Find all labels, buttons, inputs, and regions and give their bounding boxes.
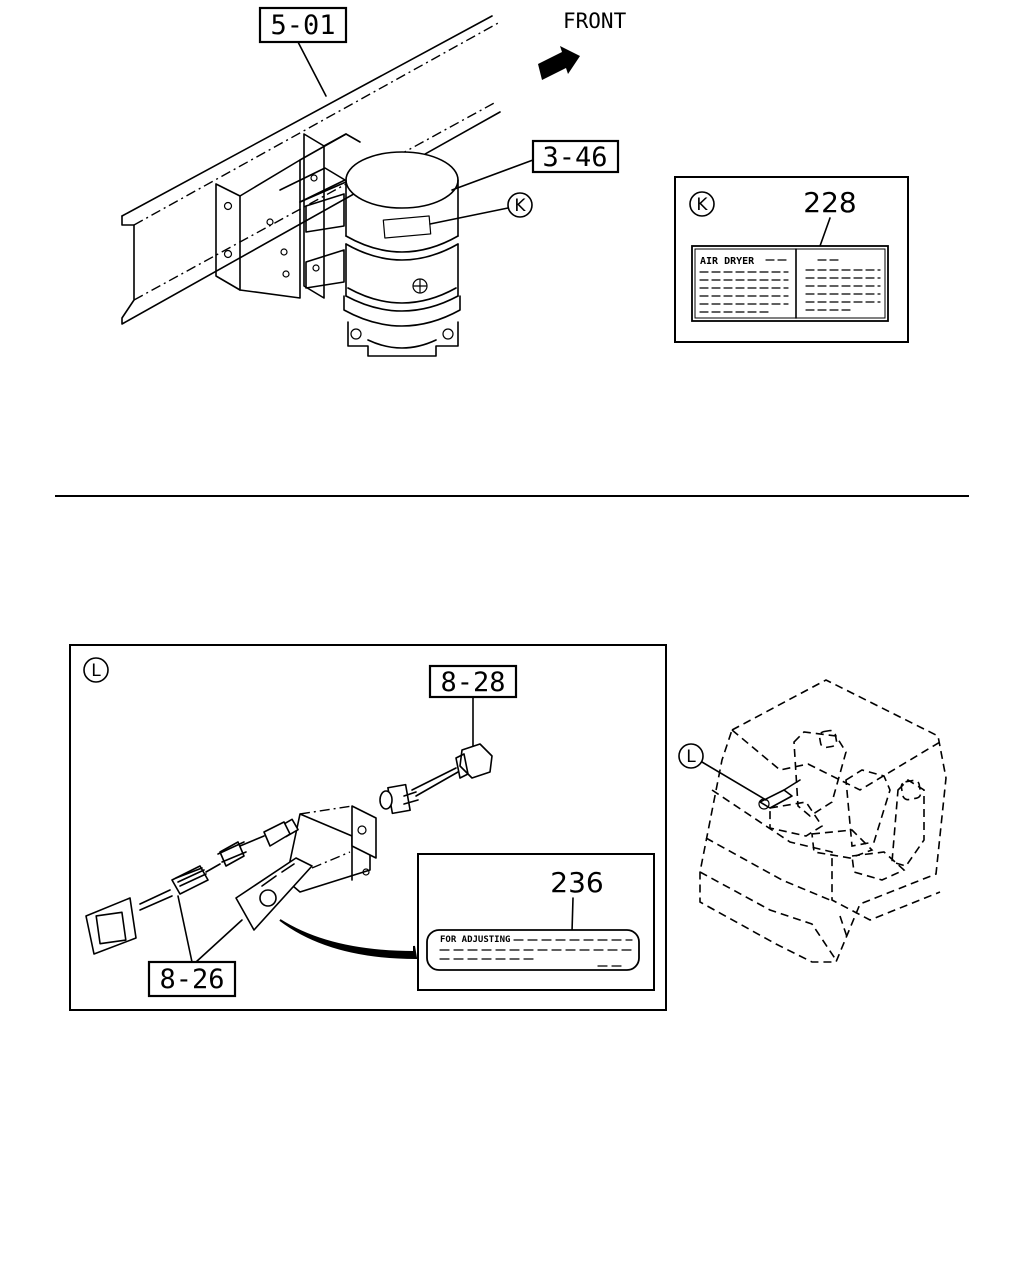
svg-text:FOR ADJUSTING: FOR ADJUSTING <box>440 935 510 945</box>
svg-text:L: L <box>91 661 101 681</box>
svg-text:5-01: 5-01 <box>270 10 335 41</box>
callout-8-28: 8-28 <box>428 664 518 749</box>
label-location-arrow <box>279 919 418 960</box>
frame-rail <box>121 15 501 325</box>
svg-text:8-26: 8-26 <box>159 964 224 995</box>
air-dryer-canister <box>343 151 461 357</box>
svg-text:AIR DRYER: AIR DRYER <box>700 256 755 267</box>
svg-text:K: K <box>514 196 526 216</box>
front-arrow-icon <box>538 46 580 80</box>
svg-text:228: 228 <box>803 186 856 219</box>
label-236-inset: 236 FOR ADJUSTING <box>417 853 655 991</box>
svg-text:236: 236 <box>550 866 603 899</box>
svg-text:L: L <box>686 747 696 767</box>
adjuster-cable <box>85 818 313 955</box>
front-direction-indicator: FRONT <box>538 9 627 80</box>
callout-3-46: 3-46 <box>451 139 620 191</box>
svg-text:8-28: 8-28 <box>440 667 505 698</box>
svg-text:FRONT: FRONT <box>563 9 627 33</box>
marker-k-pointer: K <box>429 192 533 225</box>
svg-text:3-46: 3-46 <box>542 142 607 173</box>
detail-l-panel: L 8-28 <box>69 644 667 1011</box>
callout-5-01: 5-01 <box>258 6 348 97</box>
callout-8-26: 8-26 <box>147 895 243 998</box>
detail-k-panel: K 228 AIR DRYER <box>674 176 909 343</box>
connector-assembly <box>379 743 493 815</box>
svg-text:K: K <box>696 195 708 215</box>
mounting-bracket <box>215 133 361 299</box>
cab-view: L <box>678 679 947 963</box>
